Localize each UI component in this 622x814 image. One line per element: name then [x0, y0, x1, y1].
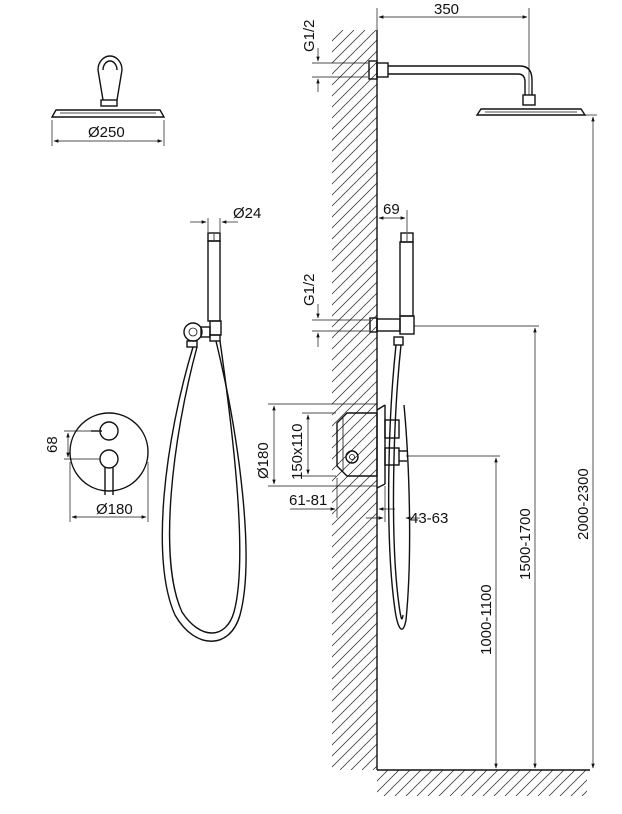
handle-spacing-label: 68 — [44, 436, 61, 453]
wall-hatching — [332, 30, 377, 770]
hand-shower-diameter-label: Ø24 — [233, 205, 261, 222]
rain-head-diameter-label: Ø250 — [88, 124, 125, 141]
valve-height-label: 1000-1100 — [478, 584, 495, 655]
concealed-valve-side-view — [268, 403, 420, 522]
shower-arm-side-view — [312, 8, 587, 116]
middle-inlet-thread-label: G1/2 — [301, 273, 318, 306]
handle-projection-label: 43-63 — [410, 510, 448, 527]
rain-head-front-view — [50, 55, 166, 146]
head-height-label: 2000-2300 — [575, 468, 592, 540]
top-inlet-thread-label: G1/2 — [301, 19, 318, 52]
plate-diameter-label: Ø180 — [96, 501, 133, 518]
bracket-height-label: 1500-1700 — [517, 508, 534, 580]
hand-shower-assembly — [161, 218, 247, 642]
handshower-offset-label: 69 — [383, 201, 400, 218]
valve-plate-diameter-label: Ø180 — [255, 442, 272, 479]
floor-hatching — [377, 770, 587, 796]
wall-depth-label: 61-81 — [289, 492, 327, 509]
arm-length-label: 350 — [434, 1, 459, 18]
valve-box-size-label: 150x110 — [289, 424, 306, 480]
mixer-plate-front-view — [64, 412, 149, 522]
height-dimensions — [406, 114, 597, 769]
